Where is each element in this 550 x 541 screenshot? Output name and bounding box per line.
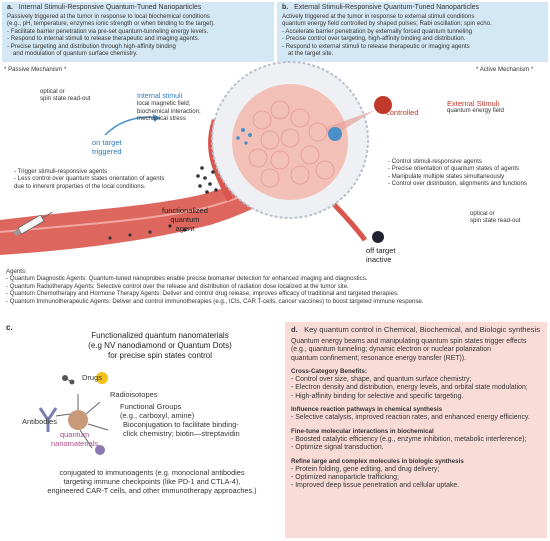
- panel-a-line: - Respond to internal stimuli to release…: [7, 35, 200, 42]
- internal-agents: [236, 128, 252, 145]
- panel-b-line: - Respond to external stimuli to release…: [282, 42, 470, 50]
- panel-b-line: quantum energy field controlled by shape…: [282, 20, 492, 27]
- controlled-label: controlled: [386, 108, 419, 117]
- panel-d-intro: quantum confinement; resonance energy tr…: [291, 354, 467, 362]
- bioconjugation-icon: [95, 445, 105, 455]
- blood-vessel: [0, 145, 330, 255]
- nanomaterial-illustration: [38, 372, 109, 455]
- tumor-core: [232, 84, 348, 200]
- bioconjugation-label: Bioconjugation to facilitate binding- cl…: [123, 420, 240, 438]
- panel-a-line: (e.g., pH, temperature, enzymes ionic st…: [7, 20, 215, 27]
- panel-b: b. External Stimuli-Responsive Quantum-T…: [277, 2, 548, 62]
- section-heading: Influence reaction pathways in chemical …: [291, 406, 443, 414]
- section-heading: Refine large and complex molecules in bi…: [291, 457, 464, 465]
- on-target-label: on target triggered: [92, 138, 122, 156]
- panel-a-line: Passively triggered at the tumor in resp…: [7, 12, 210, 20]
- off-target-agent: [372, 231, 384, 243]
- antibodies-label: Antibodies: [22, 417, 58, 426]
- syringe-icon: [13, 211, 53, 237]
- panel-b-line: - Accelerate barrier penetration by exte…: [282, 27, 473, 35]
- radioisotope-icon: [96, 372, 108, 384]
- panel-a-line: - Precise targeting and distribution thr…: [7, 42, 176, 50]
- quantum-nanomaterial-core: [68, 410, 88, 430]
- panel-a-line: and modulation of quantum surface chemis…: [13, 50, 138, 57]
- panel-a-line: - Facilitate barrier penetration via pre…: [7, 27, 209, 35]
- panel-b-line: Actively triggered at the tumor in respo…: [282, 12, 475, 20]
- radioisotopes-label: Radioisotopes: [110, 390, 158, 399]
- functionalized-agent-label: functionalized quantum agent: [162, 206, 208, 233]
- internal-stimuli: Internal stimuli local magnetic field; b…: [137, 93, 201, 123]
- panel-c-letter: c.: [6, 323, 13, 332]
- panel-d-intro: Quantum energy beams and manipulating qu…: [291, 338, 527, 345]
- tumor-vessel-illustration: [0, 61, 392, 255]
- antibody-icon: [38, 407, 58, 432]
- agents-list: Agents: - Quantum Diagnostic Agents: Qua…: [6, 268, 424, 305]
- conjugation-note: conjugated to immunoagents (e.g. monoclo…: [47, 468, 257, 495]
- section-heading: Cross-Category Benefits:: [291, 367, 367, 375]
- panel-a: a. Internal Stimuli-Responsive Quantum-T…: [2, 2, 274, 62]
- left-bullets: - Trigger stimuli-responsive agents - Le…: [14, 168, 165, 190]
- functionalized-agent-cluster: [196, 166, 218, 194]
- panel-a-title: Internal Stimuli-Responsive Quantum-Tune…: [18, 4, 202, 11]
- panel-c-title: Functionalized quantum nanomaterials (e.…: [88, 331, 232, 360]
- panel-d: d. Key quantum control in Chemical, Bioc…: [285, 322, 547, 538]
- external-bullets: - Control stimuli-responsive agents - Pr…: [388, 158, 527, 188]
- functional-groups-label: Functional Groups (e.g., carboxyl, amine…: [120, 402, 195, 420]
- section-heading: Fine-tune molecular interactions in bioc…: [291, 427, 434, 435]
- drugs-label: Drugs: [82, 373, 103, 382]
- active-mechanism: * Active Mechanism *: [476, 66, 534, 73]
- external-stimuli: External Stimuli quantum energy field: [447, 99, 504, 115]
- passive-mechanism: * Passive Mechanism *: [4, 66, 67, 73]
- vessel-agents: [108, 224, 187, 240]
- panel-d-intro: (e.g., quantum tunneling; dynamic electr…: [291, 346, 491, 354]
- panel-b-line: at the target site.: [288, 50, 334, 57]
- panel-d-title: Key quantum control in Chemical, Biochem…: [304, 325, 541, 334]
- panel-b-title: External Stimuli-Responsive Quantum-Tune…: [294, 4, 480, 11]
- controlled-agent: [328, 127, 342, 141]
- left-readout: optical or spin state read-out: [40, 88, 91, 103]
- right-readout: optical or spin state read-out: [470, 210, 521, 225]
- panel-b-letter: b.: [282, 4, 289, 11]
- arrow-head: [153, 114, 160, 122]
- tumor-cells: [248, 100, 335, 188]
- off-target-label: off target inactive: [366, 246, 396, 264]
- drug-icon: [62, 375, 75, 385]
- quantum-nanomaterials-label: quantum nanomaterials: [51, 430, 99, 448]
- panel-a-letter: a.: [7, 4, 13, 11]
- functional-group-lines: [55, 394, 109, 449]
- external-stimulus-source: [374, 96, 392, 114]
- panel-d-letter: d.: [291, 325, 298, 334]
- panel-b-line: - Precise control over targeting, high-a…: [282, 35, 466, 42]
